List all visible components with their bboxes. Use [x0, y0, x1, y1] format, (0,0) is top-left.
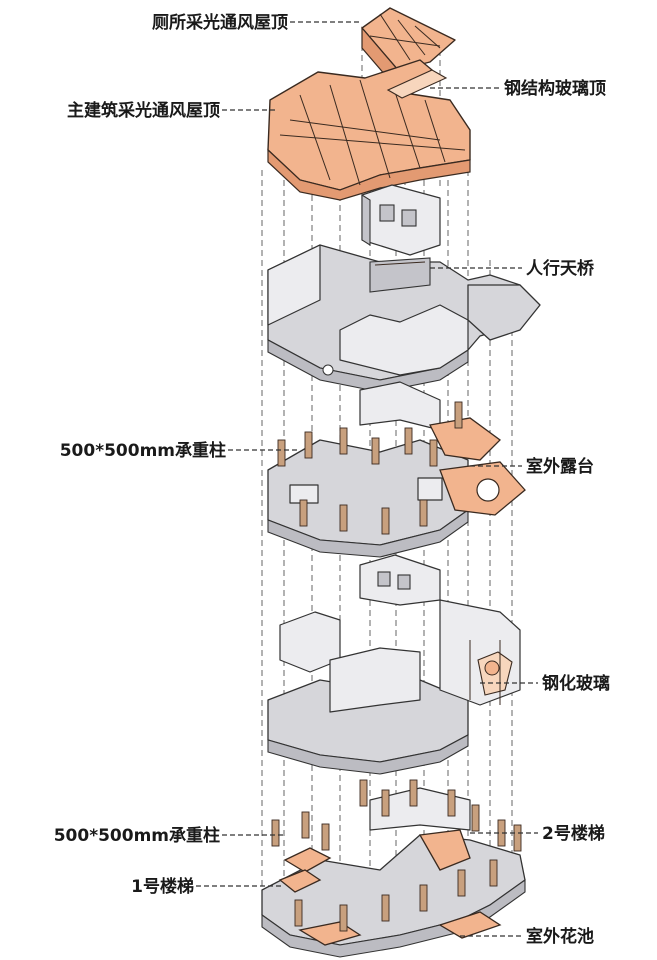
leader-lines	[196, 21, 538, 937]
label-pedestrian-bridge: 人行天桥	[526, 258, 595, 279]
main-roof-layer	[267, 59, 471, 201]
label-main-roof: 主建筑采光通风屋顶	[67, 100, 220, 121]
label-toilet-roof: 厕所采光通风屋顶	[152, 12, 288, 33]
label-steel-glass-roof: 钢结构玻璃顶	[504, 78, 606, 99]
upper-floor-layer	[267, 184, 541, 393]
diagram-labels: 厕所采光通风屋顶 主建筑采光通风屋顶 钢结构玻璃顶 人行天桥 500*500mm…	[54, 12, 610, 947]
label-outdoor-terrace: 室外露台	[526, 456, 594, 477]
label-column-lower: 500*500mm承重柱	[54, 825, 220, 846]
label-stair-2: 2号楼梯	[542, 823, 605, 844]
label-stair-1: 1号楼梯	[131, 876, 194, 897]
label-outdoor-planter: 室外花池	[526, 926, 594, 947]
label-column-upper: 500*500mm承重柱	[60, 440, 226, 461]
columns-mid	[277, 401, 463, 535]
label-tempered-glass: 钢化玻璃	[542, 673, 610, 694]
base-floor-layer	[261, 779, 526, 958]
ground-walls-layer	[267, 554, 521, 775]
columns-base	[271, 779, 522, 932]
mid-floor-layer	[267, 381, 526, 558]
